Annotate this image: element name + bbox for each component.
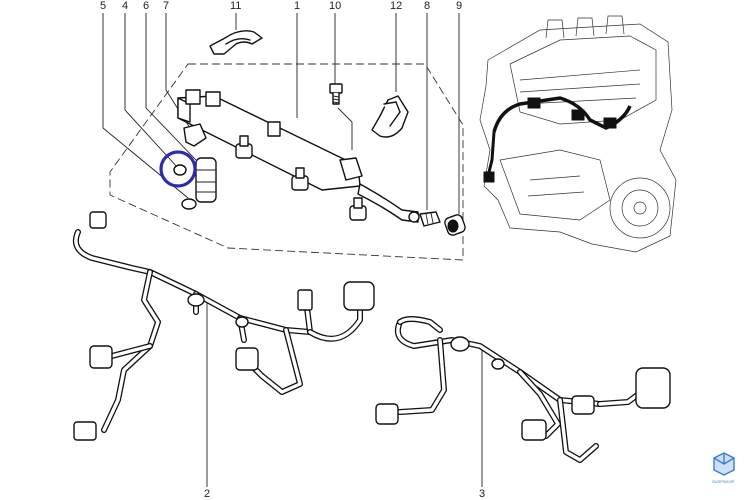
highlight-circle [159, 150, 197, 188]
wiring-harness-part-3 [375, 316, 671, 463]
rail-injector-3 [349, 197, 367, 221]
callout-10: 10 [329, 0, 341, 12]
rail-injector-2 [291, 167, 309, 191]
leader-5 [102, 13, 189, 199]
seal-part-5 [181, 198, 197, 210]
connector-3d [635, 367, 671, 409]
injector-clip-part-7 [183, 123, 207, 147]
callout-8: 8 [424, 0, 430, 12]
brand-logo: SUSPSHOP [712, 452, 735, 484]
logo-text: SUSPSHOP [712, 479, 735, 484]
cube-logo-icon [713, 452, 735, 476]
injector-body-part-6 [195, 157, 217, 203]
engine-illustration [479, 15, 677, 253]
callout-2: 2 [204, 488, 210, 500]
callout-3: 3 [479, 488, 485, 500]
rail-injector-1 [235, 135, 253, 159]
sensor-part-8 [419, 211, 441, 227]
connector-2e [235, 347, 259, 371]
connector-2c [73, 421, 97, 441]
leader-lines [102, 13, 483, 487]
leader-10-tip [337, 107, 353, 150]
connector-3c [571, 395, 595, 415]
o-ring-part-4 [173, 164, 187, 176]
callout-7: 7 [163, 0, 169, 12]
callout-1: 1 [294, 0, 300, 12]
connector-3b [521, 419, 547, 441]
hose-clip-part-11 [209, 30, 263, 55]
connector-3a [375, 403, 399, 425]
callout-11: 11 [230, 0, 241, 12]
bolt-part-10 [329, 83, 343, 105]
injector-assembly [173, 157, 217, 210]
connector-2f [297, 289, 313, 311]
connector-2b [89, 345, 113, 369]
cap-part-9 [444, 214, 466, 236]
callout-6: 6 [143, 0, 149, 12]
callout-5: 5 [100, 0, 106, 12]
clip-part-12 [371, 95, 409, 138]
callout-12: 12 [390, 0, 402, 12]
fuel-rail-part-1 [177, 89, 420, 223]
callout-4: 4 [122, 0, 128, 12]
connector-2a [89, 211, 107, 229]
connector-2d [343, 281, 375, 311]
wiring-harness-part-2 [72, 211, 375, 441]
leader-4 [124, 13, 179, 169]
callout-9: 9 [456, 0, 462, 12]
callout-labels: 5 4 6 7 11 1 10 12 8 9 2 3 [100, 0, 485, 500]
leader-6 [145, 13, 197, 161]
